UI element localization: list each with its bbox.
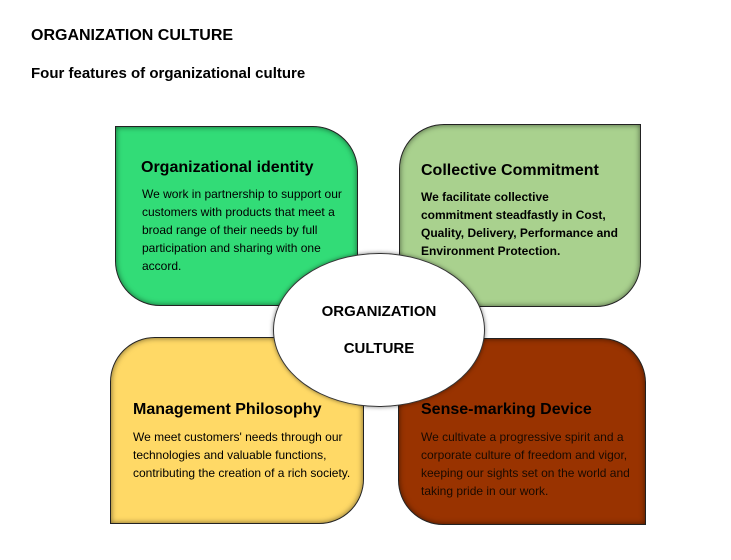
feature-text: We cultivate a progressive spirit and a …	[421, 430, 630, 498]
feature-title: Organizational identity	[141, 159, 314, 176]
feature-text: We meet customers' needs through our tec…	[133, 430, 351, 480]
feature-title: Collective Commitment	[421, 162, 599, 179]
center-label-line2: CULTURE	[343, 340, 415, 357]
center-label-line1: ORGANIZATION	[321, 303, 437, 320]
feature-text: We work in partnership to support our cu…	[142, 187, 342, 273]
page-subtitle: Four features of organizational culture	[31, 65, 306, 82]
feature-title: Sense-marking Device	[421, 401, 592, 418]
feature-collective-commitment: Collective Commitment We facilitate coll…	[399, 124, 641, 307]
center-ellipse: ORGANIZATION CULTURE	[273, 253, 485, 407]
feature-title: Management Philosophy	[133, 401, 322, 418]
feature-organizational-identity: Organizational identity We work in partn…	[115, 126, 358, 306]
page-title: ORGANIZATION CULTURE	[31, 27, 234, 44]
feature-text: We facilitate collective commitment stea…	[421, 190, 618, 258]
